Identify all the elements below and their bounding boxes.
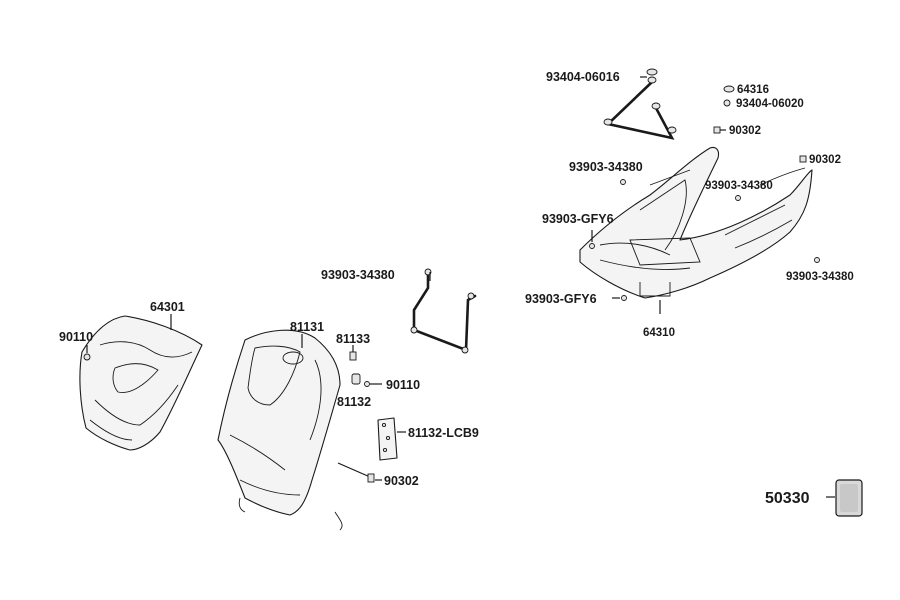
clip-90302-a (713, 126, 726, 134)
label-81132-lcb9: 81132-LCB9 (408, 426, 479, 440)
label-64301: 64301 (150, 300, 185, 314)
label-64310: 64310 (643, 327, 675, 339)
screw-90110-right (364, 381, 382, 387)
label-50330: 50330 (765, 490, 810, 507)
rod-90302 (337, 462, 382, 483)
label-81131: 81131 (290, 320, 324, 334)
grommet-81132 (351, 373, 361, 385)
label-93903-34380-b: 93903-34380 (705, 180, 773, 192)
front-cover-64301 (79, 315, 203, 451)
label-93404-06020: 93404-06020 (736, 98, 804, 110)
screw-90110-left (83, 345, 91, 361)
clip-90302-b (799, 155, 807, 163)
label-93903-gfy6-b: 93903-GFY6 (525, 292, 597, 306)
plate-81132-lcb9 (377, 417, 406, 461)
label-93903-34380-a: 93903-34380 (569, 160, 643, 174)
label-93903-gfy6-a: 93903-GFY6 (542, 212, 614, 226)
wire-frame-93903-34380 (410, 268, 477, 354)
sticker-50330 (826, 479, 863, 517)
screw-93903-34380-a (620, 179, 626, 185)
label-90110-b: 90110 (386, 378, 420, 392)
label-81133: 81133 (336, 332, 370, 346)
washer-64316 (723, 85, 735, 93)
screw-93903-34380-d (814, 257, 820, 263)
label-93903-34380-d: 93903-34380 (786, 271, 854, 283)
label-90302-c: 90302 (384, 474, 419, 488)
floor-panel-64310 (579, 146, 813, 299)
label-90110-a: 90110 (59, 330, 93, 344)
screw-93903-34380-b (735, 195, 741, 201)
label-90302-a: 90302 (729, 125, 761, 137)
floor-bracket-93404 (603, 68, 677, 140)
label-64316: 64316 (737, 84, 769, 96)
screw-93903-gfy6-b (612, 295, 627, 301)
label-93404-06016: 93404-06016 (546, 70, 620, 84)
label-93903-34380-c: 93903-34380 (321, 268, 395, 282)
label-90302-b: 90302 (809, 154, 841, 166)
clip-81133 (349, 345, 357, 361)
front-inner-panel-81131 (217, 329, 343, 531)
label-81132: 81132 (337, 395, 371, 409)
screw-93903-gfy6-a (589, 230, 595, 249)
bolt-93404-06020 (723, 99, 731, 107)
